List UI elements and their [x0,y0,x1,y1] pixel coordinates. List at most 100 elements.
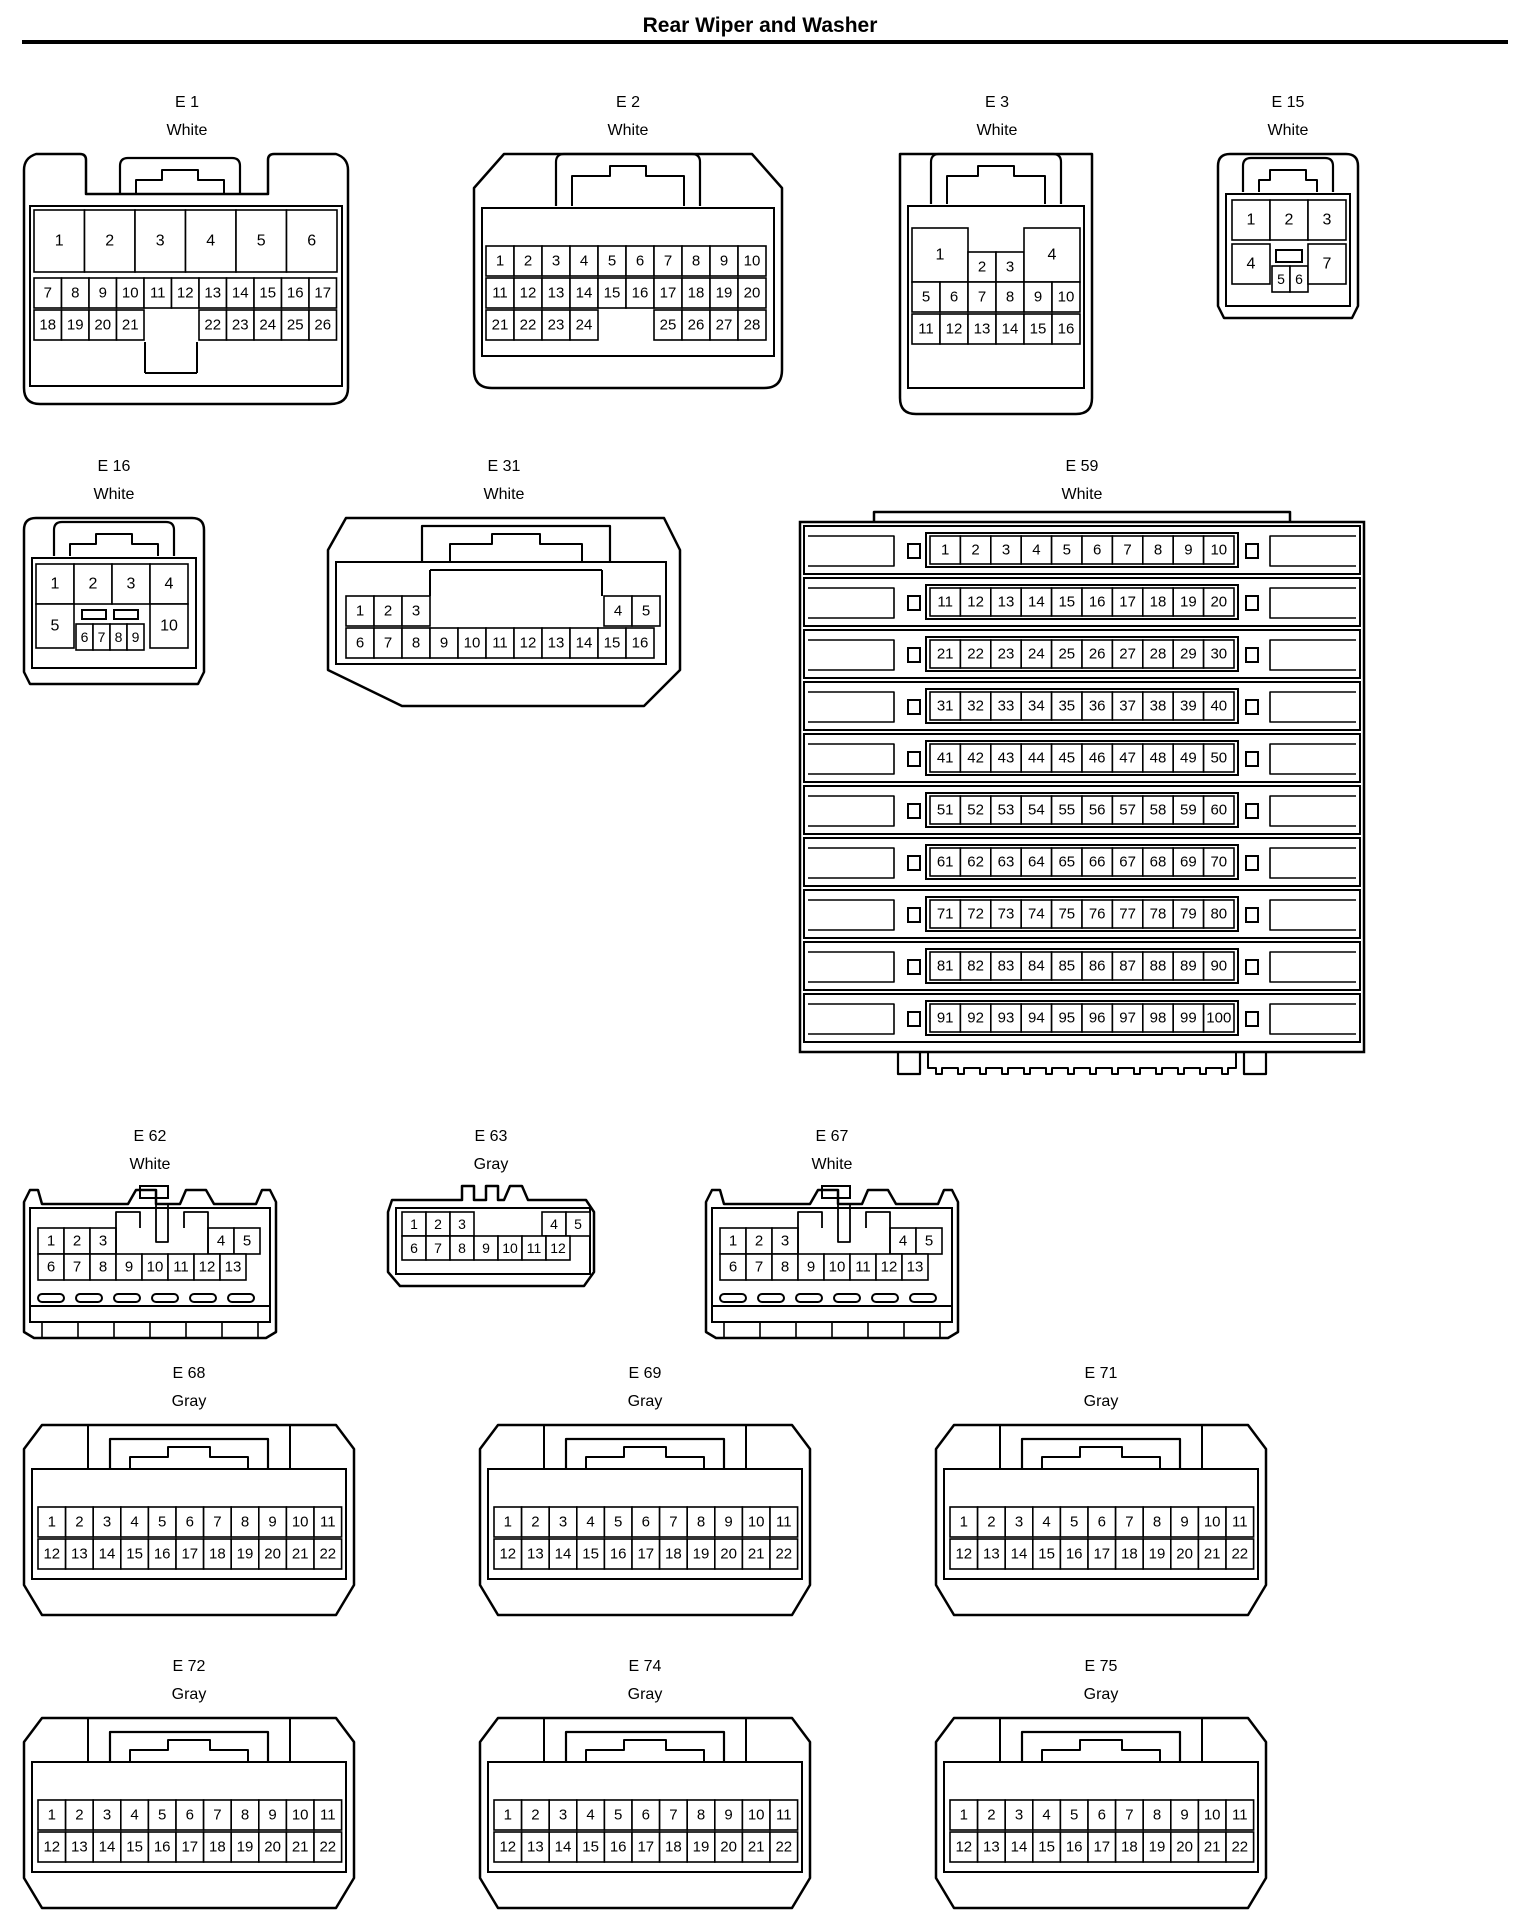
pin-number: 58 [1150,802,1167,819]
pin-cavity [193,1253,221,1281]
pin-number: 13 [974,321,991,338]
pin-number: 42 [967,750,984,767]
housing-line [543,1718,747,1762]
pin-number: 72 [967,906,984,923]
pin-cavity [33,309,63,341]
pin-number: 49 [1180,750,1197,767]
pin-number: 10 [147,1259,164,1276]
pin-cavity [1087,1538,1117,1570]
pin-number: 13 [983,1546,1000,1563]
pin-cavity [929,1003,962,1033]
pin-cavity [949,1538,979,1570]
pin-number: 1 [55,233,64,250]
pin-cavity [1023,281,1053,313]
pin-number: 50 [1210,750,1227,767]
pin-cavity [1051,313,1081,345]
pin-number: 85 [1058,958,1075,975]
polarity-key [1275,249,1303,263]
pin-number: 9 [482,1240,490,1256]
pin-cavity [198,277,228,309]
row-guide [907,907,921,923]
pin-number: 71 [937,906,954,923]
pin-number: 5 [608,253,616,270]
pin-number: 17 [1093,1839,1110,1856]
pin-cavity [603,1831,633,1863]
pin-cavity [513,627,543,659]
pin-number: 6 [950,289,958,306]
connector-color: White [1061,486,1103,503]
lock-latch [1020,1437,1182,1469]
pin-number: 3 [1006,259,1014,276]
row-slot [808,535,895,567]
pin-number: 13 [527,1839,544,1856]
connector-color: White [166,122,208,139]
connector-id: E 72 [172,1658,206,1675]
row-slot [1269,691,1356,723]
pin-cavity [959,951,992,981]
pin-cavity [631,595,661,627]
housing-outline [29,205,343,387]
pin-number: 3 [103,1514,111,1531]
pin-cavity [1142,1799,1172,1831]
lock-tab [821,1185,851,1199]
pin-cavity [1231,199,1271,241]
pin-number: 11 [527,1240,542,1256]
pin-cavity [769,1506,799,1538]
connector-id: E 69 [628,1365,662,1382]
pin-number: 3 [156,233,165,250]
pin-cavity [37,1831,67,1863]
pin-number: 17 [1093,1546,1110,1563]
pin-number: 4 [130,1514,138,1531]
pin-number: 26 [688,317,705,334]
pin-cavity [449,1235,475,1261]
pin-number: 9 [125,1259,133,1276]
polarity-key [81,609,107,620]
pin-number: 1 [410,1216,418,1232]
pin-number: 6 [1098,1807,1106,1824]
pin-number: 19 [67,317,84,334]
pin-number: 2 [971,542,979,559]
row-slot [808,795,895,827]
retainer-slot [757,1293,785,1303]
pin-number: 12 [43,1546,60,1563]
pin-cavity [1172,847,1205,877]
pin-number: 91 [937,1010,954,1027]
pin-cavity [976,1799,1006,1831]
pin-cavity [225,309,255,341]
pin-cavity [576,1538,606,1570]
pin-number: 1 [936,247,945,264]
lock-latch [420,524,612,562]
pin-cavity [1142,1831,1172,1863]
pin-number: 3 [1002,542,1010,559]
pin-number: 6 [186,1807,194,1824]
pin-cavity [313,1538,343,1570]
housing-outline [31,1468,347,1580]
housing-outline [326,516,682,708]
pin-number: 9 [268,1514,276,1531]
row-slot [1269,951,1356,983]
pin-number: 20 [264,1546,281,1563]
pin-cavity [230,1831,260,1863]
pin-number: 20 [744,285,761,302]
pin-number: 3 [552,253,560,270]
pin-number: 19 [1149,1546,1166,1563]
pin-cavity [1111,899,1144,929]
retainer-slot [113,1293,141,1303]
lock-tab [139,1185,169,1199]
pin-number: 61 [937,854,954,871]
pin-cavity [308,309,338,341]
pin-number: 3 [103,1807,111,1824]
pin-row-block [925,584,1239,620]
pin-cavity [1020,691,1053,721]
pin-number: 18 [1121,1839,1138,1856]
pin-cavity [901,1253,929,1281]
pin-cavity [990,639,1023,669]
pin-cavity [373,595,403,627]
pin-cavity [1231,243,1271,285]
pin-number: 26 [314,317,331,334]
connector-color: White [483,486,525,503]
pin-number: 8 [697,1514,705,1531]
